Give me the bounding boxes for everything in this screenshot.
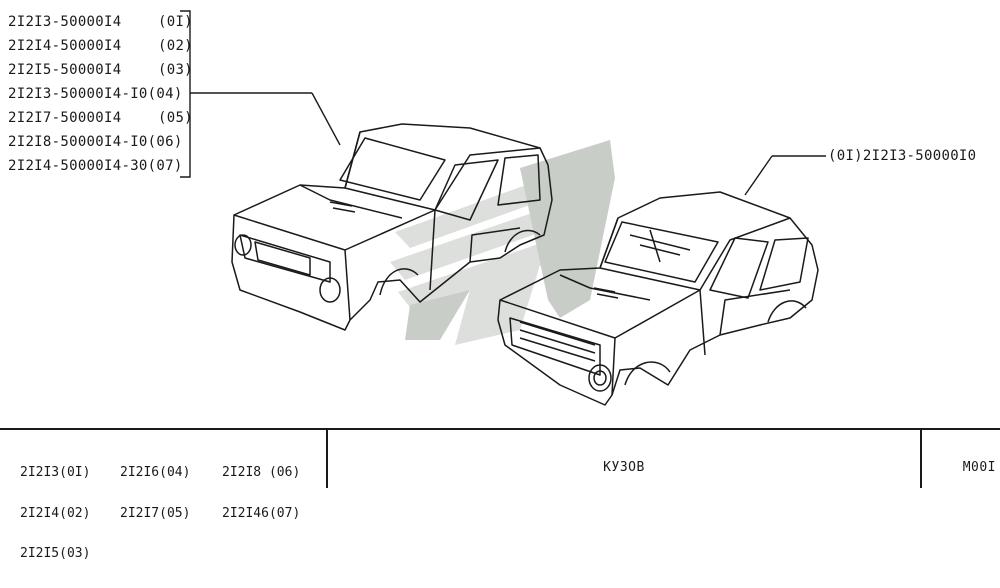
- part-row-05: 2I2I7-50000I4 (05): [8, 106, 193, 130]
- model-code: 2I2I4(02): [20, 505, 91, 521]
- part-number: 2I2I5-50000I4: [8, 62, 122, 78]
- model-column-1: 2I2I3(0I) 2I2I4(02) 2I2I5(03): [20, 439, 90, 588]
- section-title: КУЗОВ: [603, 460, 645, 475]
- shell-callout-leader: [744, 155, 826, 196]
- model-code: 2I2I6(04): [120, 465, 191, 480]
- title-block: 2I2I3(0I) 2I2I4(02) 2I2I5(03) 2I2I6(04) …: [0, 428, 1000, 560]
- shell-part-callout: (0I)2I2I3-50000I0: [828, 148, 977, 164]
- part-number-list: 2I2I3-50000I4 (0I) 2I2I4-50000I4 (02) 2I…: [8, 10, 193, 178]
- part-variant: (0I): [158, 14, 193, 30]
- part-number: 2I2I3-50000I4: [8, 14, 122, 30]
- title-cell: КУЗОВ: [328, 430, 922, 488]
- part-row-07: 2I2I4-50000I4-30(07): [8, 154, 182, 178]
- part-number: 2I2I7-50000I4: [8, 110, 122, 126]
- watermark-logo: [390, 140, 615, 345]
- model-code: 2I2I8 (06): [222, 465, 301, 480]
- model-code: 2I2I7(05): [120, 505, 191, 521]
- model-code: 2I2I5(03): [20, 546, 91, 561]
- part-row-01: 2I2I3-50000I4 (0I): [8, 10, 193, 34]
- part-variant: (05): [158, 110, 193, 126]
- part-number: 2I2I8-50000I4-I0(06): [8, 134, 183, 150]
- model-list: 2I2I3(0I) 2I2I4(02) 2I2I5(03) 2I2I6(04) …: [20, 439, 300, 560]
- model-list-cell: 2I2I3(0I) 2I2I4(02) 2I2I5(03) 2I2I6(04) …: [0, 430, 328, 560]
- part-row-06: 2I2I8-50000I4-I0(06): [8, 130, 182, 154]
- part-variant: (03): [158, 62, 193, 78]
- part-variant: (02): [158, 38, 193, 54]
- part-list-bracket: [180, 10, 341, 178]
- model-code: 2I2I3(0I): [20, 465, 91, 480]
- page-code: M00I: [962, 460, 996, 475]
- part-row-04: 2I2I3-50000I4-I0(04): [8, 82, 182, 106]
- left-car-body: [231, 123, 553, 331]
- part-number: 2I2I3-50000I4-I0(04): [8, 86, 183, 102]
- model-code: 2I2I46(07): [222, 505, 301, 521]
- body-shell-diagram: [180, 10, 826, 406]
- model-column-2: 2I2I6(04) 2I2I7(05): [120, 439, 190, 547]
- part-row-02: 2I2I4-50000I4 (02): [8, 34, 193, 58]
- right-car-body: [497, 191, 819, 406]
- part-row-03: 2I2I5-50000I4 (03): [8, 58, 193, 82]
- model-column-3: 2I2I8 (06) 2I2I46(07): [222, 439, 300, 547]
- page-code-cell: M00I: [922, 430, 1000, 488]
- part-number: 2I2I4-50000I4: [8, 38, 122, 54]
- part-number: 2I2I4-50000I4-30(07): [8, 158, 183, 174]
